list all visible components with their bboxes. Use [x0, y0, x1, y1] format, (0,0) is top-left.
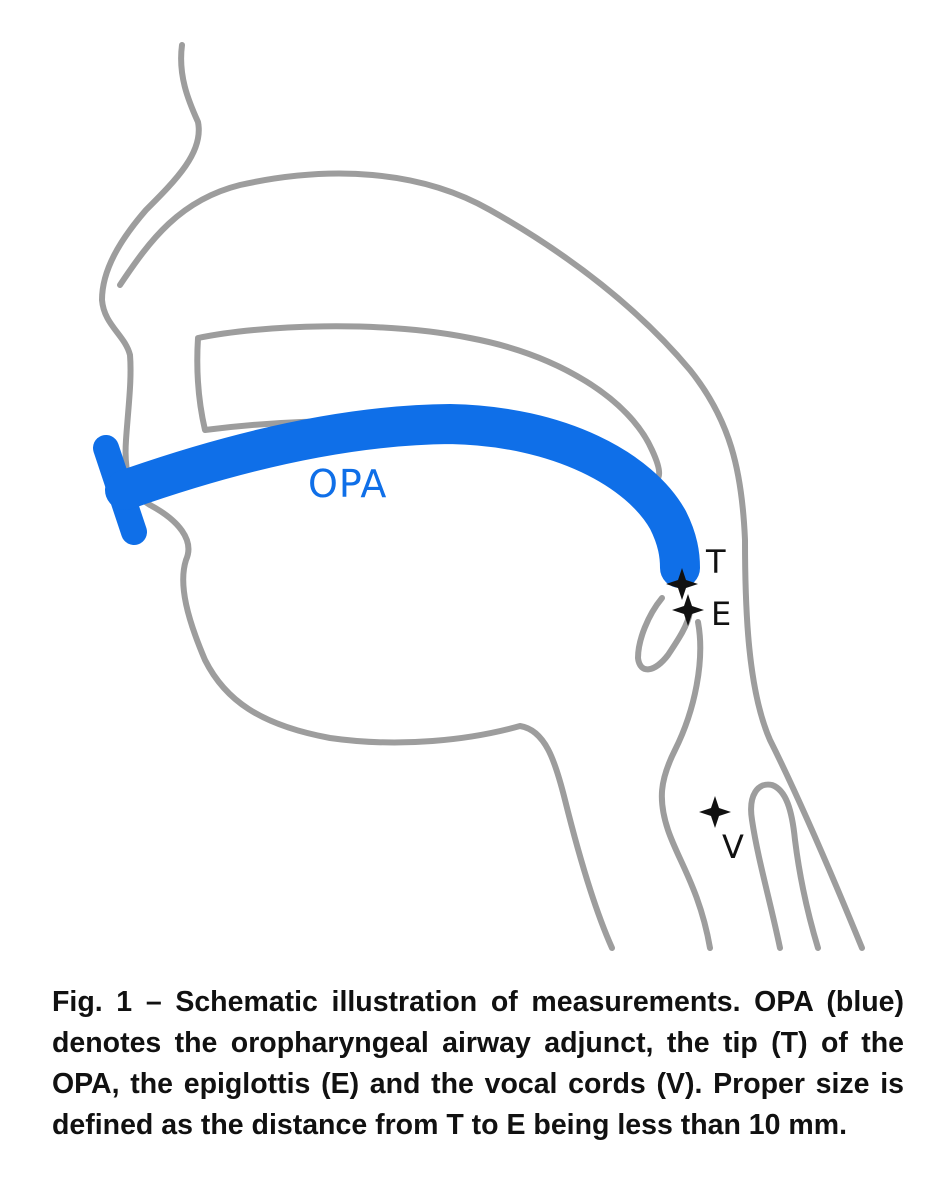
tip-marker-icon	[666, 568, 698, 600]
face-profile-outline	[99, 42, 615, 951]
epiglottis-label: E	[711, 595, 731, 633]
trachea-outline	[748, 781, 821, 951]
laryngeal-airway-outline	[658, 619, 713, 951]
tip-label: T	[705, 543, 726, 581]
vocal-cords-marker-icon	[699, 796, 731, 828]
epiglottis-marker-icon	[672, 594, 704, 626]
airway-schematic: OPA T E V	[93, 42, 865, 951]
opa-curved-body	[105, 404, 700, 588]
epiglottis-outline	[635, 595, 693, 673]
vocal-cords-label: V	[722, 828, 744, 866]
palate-and-posterior-pharynx-outline	[117, 170, 865, 951]
opa-label: OPA	[308, 462, 387, 506]
figure-caption: Fig. 1 – Schematic illustration of measu…	[52, 986, 904, 1141]
